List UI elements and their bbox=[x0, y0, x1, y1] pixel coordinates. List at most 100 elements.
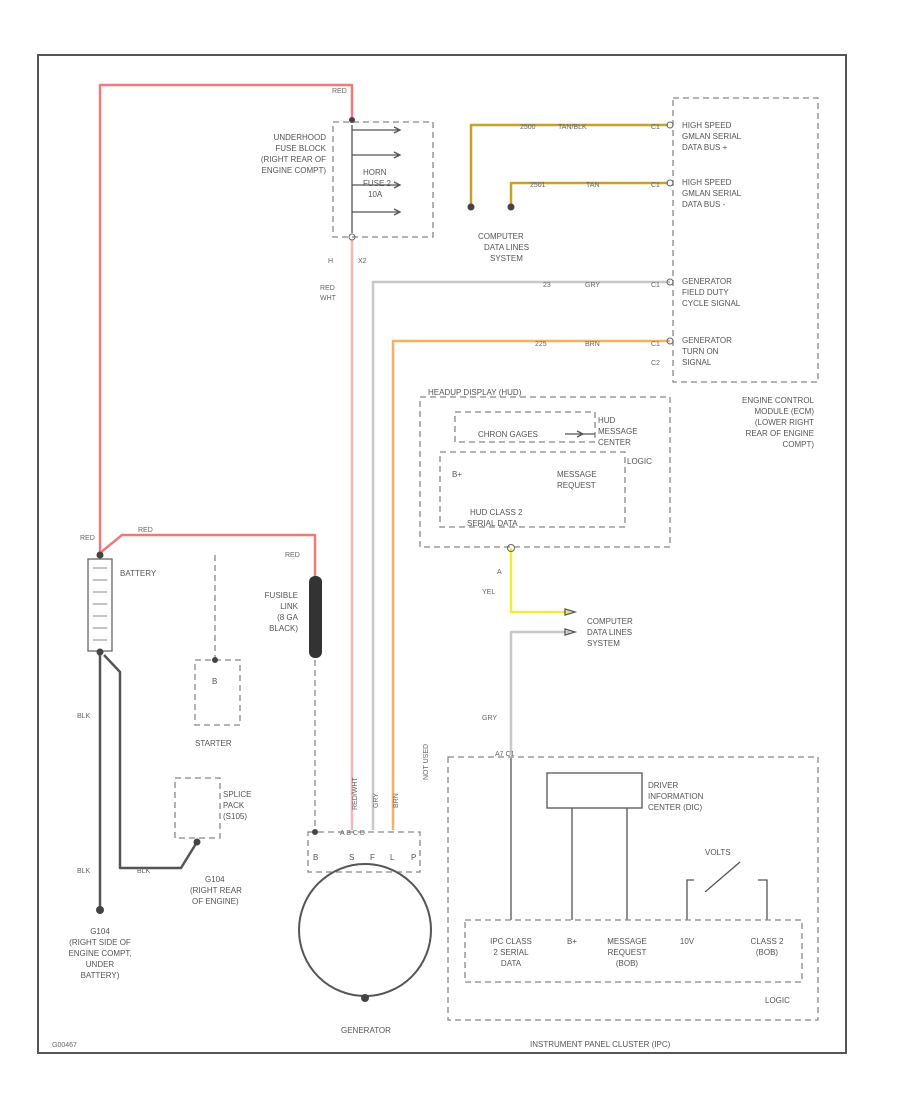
battery-label: BATTERY bbox=[120, 569, 157, 578]
engine-control-module bbox=[672, 97, 819, 383]
computer-data-top-3: SYSTEM bbox=[490, 254, 523, 263]
ecm-s3-3: CYCLE SIGNAL bbox=[682, 299, 741, 308]
yel-wire-hud-to-data-lines bbox=[509, 548, 570, 614]
pin-h-label: H bbox=[328, 258, 333, 265]
splice-pack bbox=[174, 777, 221, 839]
fuse-block-label-4: ENGINE COMPT) bbox=[262, 166, 327, 175]
red-wht-label-1: RED bbox=[320, 285, 335, 292]
fusible-label-4: BLACK) bbox=[269, 624, 298, 633]
ecm-label-5: COMPT) bbox=[782, 440, 814, 449]
yel-color: YEL bbox=[482, 589, 495, 596]
hud-class2-2: SERIAL DATA bbox=[467, 519, 518, 528]
not-used-label: NOT USED bbox=[423, 744, 430, 780]
horn-fuse-label-3: 10A bbox=[368, 190, 383, 199]
computer-data-mid-1: COMPUTER bbox=[587, 617, 633, 626]
generator-pin-s: S bbox=[349, 853, 354, 862]
brn-num: 225 bbox=[535, 341, 547, 348]
tan-wire-data-bus-minus bbox=[509, 181, 668, 205]
hud-msg-center-3: CENTER bbox=[598, 438, 631, 447]
ecm-label-4: REAR OF ENGINE bbox=[746, 429, 814, 438]
hud-msg-request-1: MESSAGE bbox=[557, 470, 597, 479]
gry-wire-generator-to-ecm bbox=[371, 280, 670, 830]
tan-pin: C1 bbox=[651, 124, 660, 131]
ecm-s2-3: DATA BUS - bbox=[682, 200, 726, 209]
ipc-logic: LOGIC bbox=[765, 996, 790, 1005]
computer-data-mid-2: DATA LINES bbox=[587, 628, 632, 637]
fuse-block-label-3: (RIGHT REAR OF bbox=[261, 155, 326, 164]
generator-pin-b: B bbox=[313, 853, 318, 862]
red-fusible-label: RED bbox=[285, 552, 300, 559]
dic-label-1: DRIVER bbox=[648, 781, 678, 790]
red-top-label: RED bbox=[332, 88, 347, 95]
pin-x2-label: X2 bbox=[358, 258, 367, 265]
brn-pin: C1 bbox=[651, 341, 660, 348]
ipc-cell-5-1: CLASS 2 bbox=[751, 937, 784, 946]
battery bbox=[87, 558, 113, 652]
blk-wire-splice bbox=[103, 654, 199, 870]
yel-pin: A bbox=[497, 569, 502, 576]
computer-data-top-2: DATA LINES bbox=[484, 243, 529, 252]
brn-color: BRN bbox=[585, 341, 600, 348]
figure-code: G00467 bbox=[52, 1042, 77, 1049]
ground1-label-2: (RIGHT REAR bbox=[190, 886, 242, 895]
splice-label-1: SPLICE bbox=[223, 790, 251, 799]
dic-label-2: INFORMATION bbox=[648, 792, 704, 801]
computer-data-top-1: COMPUTER bbox=[478, 232, 524, 241]
ecm-s4-2: TURN ON bbox=[682, 347, 719, 356]
tan-num: 2500 bbox=[520, 124, 536, 131]
red-battery-label: RED bbox=[138, 527, 153, 534]
ecm-s1-3: DATA BUS + bbox=[682, 143, 728, 152]
generator-pin-l: L bbox=[390, 853, 395, 862]
ipc-cell-4-1: 10V bbox=[680, 937, 695, 946]
underhood-fuse-block bbox=[332, 121, 434, 238]
computer-data-mid-3: SYSTEM bbox=[587, 639, 620, 648]
generator-connector-label: A B C D bbox=[340, 830, 365, 837]
ground2-label-3: ENGINE COMPT, bbox=[68, 949, 131, 958]
gry-ipc-label: GRY bbox=[482, 715, 497, 722]
ecm-s2-1: HIGH SPEED bbox=[682, 178, 732, 187]
instrument-panel-cluster bbox=[447, 756, 819, 1021]
blk-label-3: BLK bbox=[137, 868, 151, 875]
starter-pin: B bbox=[212, 677, 217, 686]
generator-connector bbox=[307, 831, 421, 873]
starter bbox=[194, 659, 241, 726]
generator bbox=[298, 863, 432, 997]
ipc-cell-3-2: REQUEST bbox=[608, 948, 647, 957]
ground2-label-4: UNDER bbox=[86, 960, 115, 969]
ecm-s1-1: HIGH SPEED bbox=[682, 121, 732, 130]
generator-pin-f: F bbox=[370, 853, 375, 862]
tan2-color: TAN bbox=[586, 182, 599, 189]
ecm-s3-2: FIELD DUTY bbox=[682, 288, 729, 297]
ground2-label-2: (RIGHT SIDE OF bbox=[69, 938, 131, 947]
dic-label-3: CENTER (DIC) bbox=[648, 803, 703, 812]
driver-information-center bbox=[546, 772, 643, 809]
ecm-label-3: (LOWER RIGHT bbox=[755, 418, 814, 427]
ecm-label-1: ENGINE CONTROL bbox=[742, 396, 815, 405]
pin-c2: C2 bbox=[651, 360, 660, 367]
red-wht-label-2: WHT bbox=[320, 295, 337, 302]
ipc-cell-1-1: IPC CLASS bbox=[490, 937, 532, 946]
gry-wire-data-lines-to-ipc bbox=[509, 630, 570, 755]
generator-pin-p: P bbox=[411, 853, 416, 862]
tan2-pin: C1 bbox=[651, 182, 660, 189]
splice-label-2: PACK bbox=[223, 801, 245, 810]
hud-chron-gages: CHRON GAGES bbox=[478, 430, 538, 439]
splice-label-3: (S105) bbox=[223, 812, 247, 821]
ground1-label-3: OF ENGINE) bbox=[192, 897, 239, 906]
gry-color: GRY bbox=[585, 282, 600, 289]
fusible-label-1: FUSIBLE bbox=[265, 591, 298, 600]
starter-label: STARTER bbox=[195, 739, 232, 748]
hud-msg-center-2: MESSAGE bbox=[598, 427, 638, 436]
hud-logic: LOGIC bbox=[627, 457, 652, 466]
brn-wire-generator-to-ecm bbox=[391, 339, 670, 830]
ipc-label: INSTRUMENT PANEL CLUSTER (IPC) bbox=[530, 1040, 671, 1049]
fusible-label-3: (8 GA bbox=[277, 613, 299, 622]
volts-label: VOLTS bbox=[705, 848, 731, 857]
hud-msg-center-1: HUD bbox=[598, 416, 616, 425]
fusible-label-2: LINK bbox=[280, 602, 298, 611]
red-wire-battery-to-fuse bbox=[98, 83, 354, 553]
ipc-cell-3-3: (BOB) bbox=[616, 959, 639, 968]
ipc-cell-2-1: B+ bbox=[567, 937, 577, 946]
ipc-pin-label: A7 C1 bbox=[495, 751, 515, 758]
ecm-s1-2: GMLAN SERIAL bbox=[682, 132, 742, 141]
